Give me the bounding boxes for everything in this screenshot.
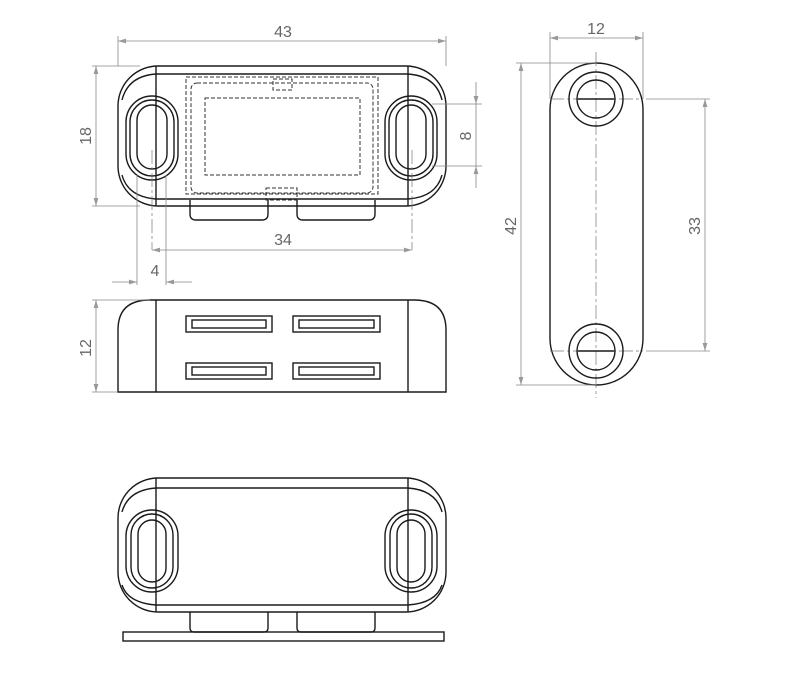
dimension-12-side: 12: [549, 21, 644, 99]
mounting-slot-right: [384, 509, 438, 593]
dimension-label: 42: [503, 217, 520, 235]
top-view: 43 18 8 34 4: [78, 24, 482, 285]
dimension-12-front: 12: [78, 299, 150, 393]
dimension-label: 4: [151, 263, 160, 280]
dimension-33: 33: [646, 98, 710, 352]
dimension-label: 12: [78, 339, 95, 357]
dimension-label: 33: [687, 217, 704, 235]
body-outline: [117, 65, 447, 207]
dimension-label: 18: [78, 127, 95, 145]
screw-hole-top: [568, 71, 624, 127]
front-view: 12: [78, 299, 447, 393]
dimension-4: 4: [112, 175, 192, 285]
bottom-view: [117, 477, 447, 642]
magnet-slots: [185, 315, 381, 380]
mounting-slot-right: [384, 95, 438, 181]
dimension-label: 43: [274, 24, 292, 41]
dimension-43: 43: [117, 24, 447, 66]
dimension-label: 8: [458, 131, 475, 140]
dimension-34: 34: [152, 232, 412, 253]
mounting-slot-left: [125, 509, 179, 593]
side-view: 12 42 33: [503, 21, 710, 398]
screw-hole-bottom: [568, 323, 624, 379]
dimension-label: 12: [587, 21, 605, 38]
dimension-8: 8: [432, 82, 482, 188]
dimension-18: 18: [78, 65, 140, 207]
base-plate: [122, 631, 445, 642]
dimension-42: 42: [503, 62, 596, 386]
dimension-label: 34: [274, 232, 292, 249]
